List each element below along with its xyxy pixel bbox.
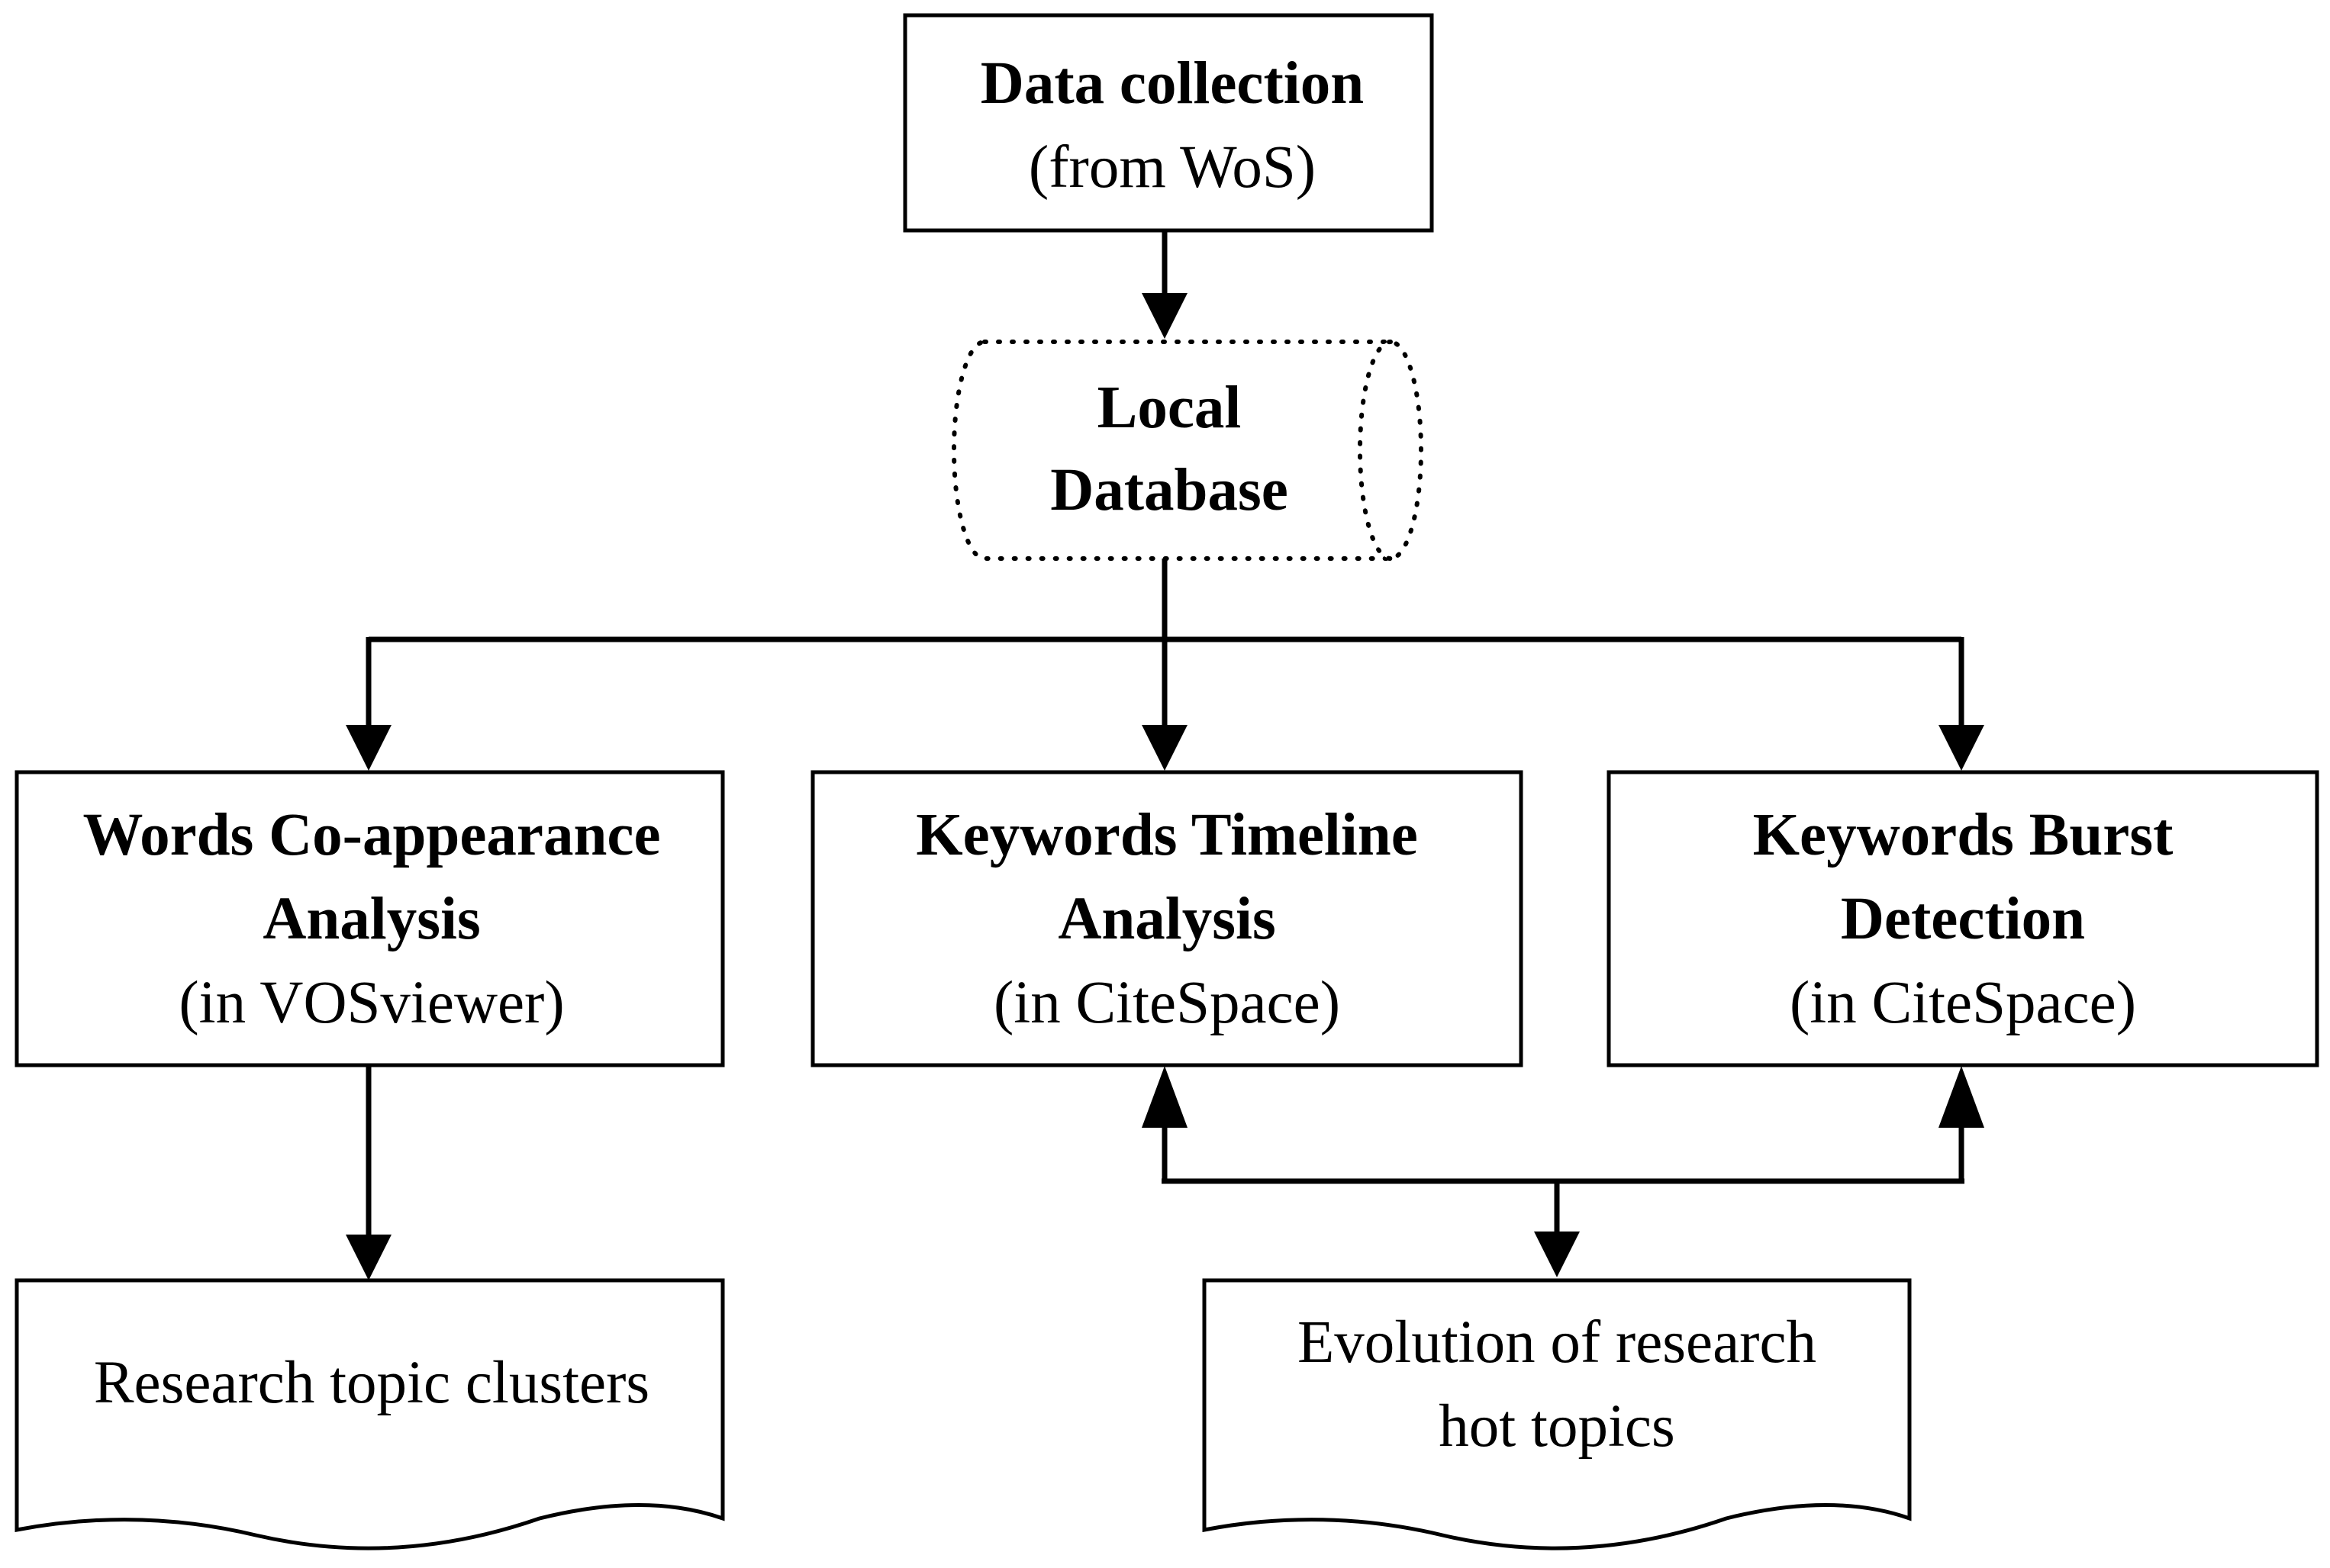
timeline-title-line2: Analysis <box>1058 886 1275 952</box>
burst-node: Keywords Burst Detection (in CiteSpace) <box>1607 770 2319 1067</box>
local-database-line1: Local <box>1097 375 1242 441</box>
timeline-title-line1: Keywords Timeline <box>916 802 1418 868</box>
data-collection-subtitle: (from WoS) <box>1029 134 1316 201</box>
timeline-node: Keywords Timeline Analysis (in CiteSpace… <box>811 770 1523 1067</box>
clusters-output-node: Research topic clusters <box>15 1278 725 1550</box>
cooccurrence-tool: (in VOSviewer) <box>179 970 564 1036</box>
burst-box <box>1607 770 2319 1067</box>
timeline-tool: (in CiteSpace) <box>994 970 1340 1036</box>
arrowheads <box>346 293 1984 1280</box>
cooccurrence-title-line2: Analysis <box>263 886 480 952</box>
arrowhead-up-to-burst <box>1938 1066 1984 1128</box>
clusters-document-shape <box>15 1278 725 1550</box>
burst-title-line2: Detection <box>1841 886 2085 952</box>
cooccurrence-title-line1: Words Co-appearance <box>82 802 660 868</box>
connectors <box>366 232 1964 1242</box>
arrowhead-to-clusters <box>346 1235 392 1280</box>
arrowhead-up-to-timeline <box>1142 1066 1188 1128</box>
data-collection-box <box>903 13 1434 233</box>
evolution-output-line1: Evolution of research <box>1297 1309 1816 1376</box>
clusters-output-text: Research topic clusters <box>94 1350 649 1416</box>
data-collection-title: Data collection <box>981 50 1364 117</box>
arrowhead-to-burst <box>1938 725 1984 771</box>
local-database-inner-arc <box>1358 340 1393 561</box>
evolution-output-node: Evolution of research hot topics <box>1202 1278 1912 1550</box>
arrowhead-to-timeline <box>1142 725 1188 771</box>
arrowhead-to-cooccurrence <box>346 725 392 771</box>
cooccurrence-box <box>15 770 725 1067</box>
evolution-document-shape <box>1202 1278 1912 1550</box>
burst-title-line1: Keywords Burst <box>1753 802 2174 868</box>
data-collection-node: Data collection (from WoS) <box>903 13 1434 233</box>
arrowhead-to-evolution <box>1534 1232 1580 1277</box>
arrowhead-to-database <box>1142 293 1188 339</box>
timeline-box <box>811 770 1523 1067</box>
local-database-shape <box>952 340 1423 561</box>
local-database-line2: Database <box>1050 457 1288 523</box>
burst-tool: (in CiteSpace) <box>1790 970 2136 1036</box>
evolution-output-line2: hot topics <box>1439 1393 1674 1460</box>
cooccurrence-node: Words Co-appearance Analysis (in VOSview… <box>15 770 725 1067</box>
local-database-node: Local Database <box>952 340 1423 561</box>
